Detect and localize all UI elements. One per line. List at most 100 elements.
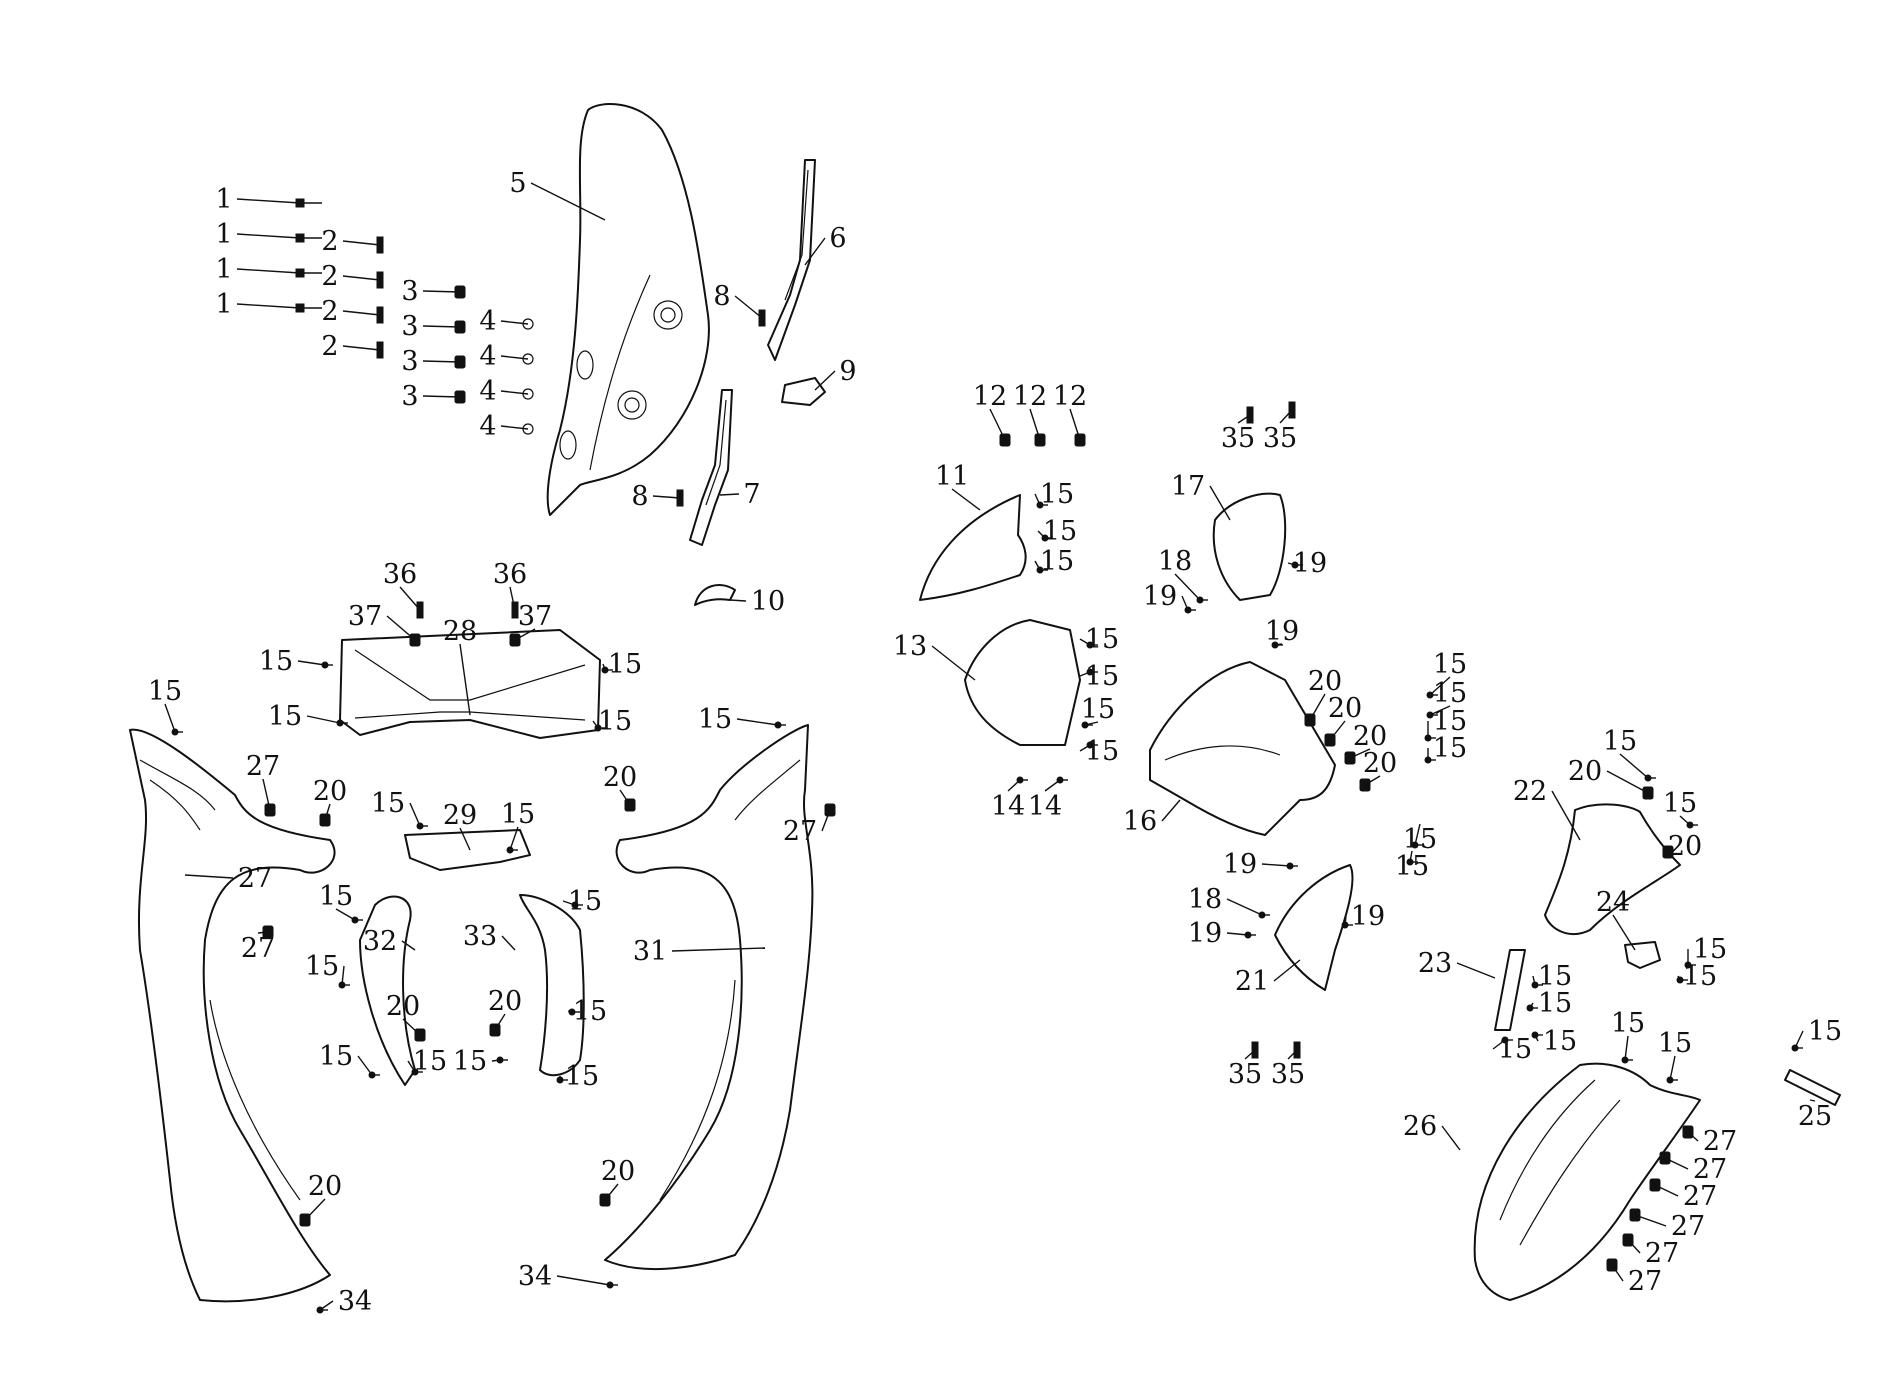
part-number-31: 31 — [633, 936, 667, 967]
part-number-15: 15 — [371, 788, 405, 819]
part-number-32: 32 — [363, 926, 397, 957]
part-left-panel — [129, 728, 336, 1303]
part-number-2: 2 — [321, 331, 338, 362]
part-16 — [1149, 661, 1336, 836]
leader-line — [1364, 775, 1381, 786]
part-number-27: 27 — [1645, 1238, 1679, 1269]
leader-line — [1794, 1030, 1804, 1049]
part-number-35: 35 — [1271, 1059, 1305, 1090]
part-number-37: 37 — [348, 601, 382, 632]
leader-line — [459, 827, 471, 851]
part-number-15: 15 — [268, 701, 302, 732]
leader-line — [1079, 671, 1091, 677]
leader-line — [530, 182, 606, 221]
part-number-1: 1 — [215, 289, 232, 320]
part-number-20: 20 — [308, 1171, 342, 1202]
leader-line — [509, 826, 519, 851]
part-number-15: 15 — [501, 799, 535, 830]
leader-line — [342, 310, 381, 316]
part-number-20: 20 — [386, 991, 420, 1022]
leader-line — [422, 395, 461, 398]
leader-line — [1344, 915, 1347, 926]
leader-line — [459, 643, 471, 716]
part-number-28: 28 — [443, 616, 477, 647]
part-number-27: 27 — [1693, 1154, 1727, 1185]
leader-line — [1606, 770, 1649, 794]
leader-line — [335, 908, 356, 921]
part-number-15: 15 — [1395, 851, 1429, 882]
part-number-20: 20 — [603, 762, 637, 793]
part-number-29: 29 — [443, 800, 477, 831]
part-number-15: 15 — [573, 996, 607, 1027]
leader-line — [1226, 932, 1249, 936]
leader-line — [422, 325, 461, 328]
leader-line — [306, 715, 341, 724]
leader-line — [1669, 1055, 1676, 1081]
part-number-20: 20 — [488, 986, 522, 1017]
leader-line — [1174, 573, 1201, 601]
part-number-19: 19 — [1351, 901, 1385, 932]
part-number-15: 15 — [305, 951, 339, 982]
leader-line — [567, 1010, 573, 1013]
part-number-15: 15 — [1663, 788, 1697, 819]
part-number-15: 15 — [1433, 706, 1467, 737]
part-number-20: 20 — [313, 776, 347, 807]
part-number-2: 2 — [321, 226, 338, 257]
leader-line — [1084, 721, 1099, 726]
part-number-3: 3 — [401, 276, 418, 307]
part-number-9: 9 — [839, 356, 856, 387]
part-number-19: 19 — [1293, 548, 1327, 579]
part-number-23: 23 — [1418, 948, 1452, 979]
leader-line — [1534, 1034, 1539, 1042]
leader-line — [1611, 1264, 1624, 1282]
leader-line — [236, 303, 301, 309]
part-number-12: 12 — [1013, 381, 1047, 412]
leader-line — [1287, 1049, 1298, 1060]
part-number-15: 15 — [568, 886, 602, 917]
leader-line — [1309, 693, 1326, 721]
leader-line — [931, 645, 976, 681]
part-number-19: 19 — [1265, 616, 1299, 647]
leader-line — [319, 1300, 334, 1311]
leader-line — [491, 1059, 501, 1062]
part-number-7: 7 — [743, 479, 760, 510]
part-number-15: 15 — [1085, 624, 1119, 655]
fastener-15 — [1621, 1056, 1633, 1064]
part-number-27: 27 — [1671, 1211, 1705, 1242]
part-number-17: 17 — [1171, 471, 1205, 502]
leader-line — [1624, 1035, 1629, 1061]
part-number-15: 15 — [1603, 726, 1637, 757]
leader-line — [1349, 748, 1371, 759]
part-number-15: 15 — [1040, 479, 1074, 510]
leader-line — [719, 493, 740, 496]
part-number-37: 37 — [518, 601, 552, 632]
part-number-15: 15 — [1808, 1016, 1842, 1047]
part-number-1: 1 — [215, 219, 232, 250]
leader-line — [1079, 744, 1091, 752]
part-number-35: 35 — [1221, 423, 1255, 454]
leader-line — [236, 233, 301, 239]
leader-line — [422, 290, 461, 293]
part-number-16: 16 — [1123, 806, 1157, 837]
leader-line — [342, 275, 381, 281]
part-number-15: 15 — [1085, 736, 1119, 767]
part-17 — [1212, 492, 1287, 601]
leader-line — [1007, 779, 1021, 792]
part-number-6: 6 — [829, 223, 846, 254]
part-number-20: 20 — [1363, 748, 1397, 779]
leader-line — [1226, 898, 1263, 916]
part-number-21: 21 — [1235, 966, 1269, 997]
part-number-15: 15 — [565, 1061, 599, 1092]
leader-line — [297, 660, 326, 666]
part-number-2: 2 — [321, 261, 338, 292]
part-headlight — [339, 629, 601, 739]
leader-line — [1069, 408, 1081, 441]
leader-line — [562, 900, 576, 906]
part-number-15: 15 — [259, 646, 293, 677]
part-number-15: 15 — [1433, 678, 1467, 709]
leader-line — [736, 718, 779, 726]
fastener-15 — [1666, 1076, 1678, 1084]
part-number-20: 20 — [1328, 693, 1362, 724]
leader-line — [1612, 914, 1636, 951]
